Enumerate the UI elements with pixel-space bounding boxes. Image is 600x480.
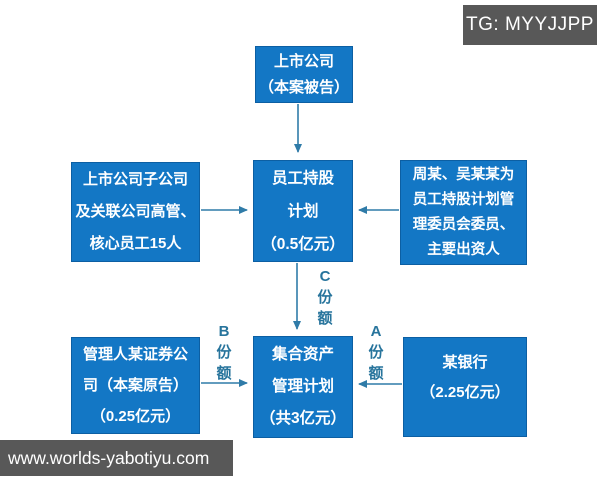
node-esop: 员工持股 计划 （0.5亿元） [253, 160, 353, 262]
edge-label-b-share-char: 额 [216, 365, 232, 382]
node-bank: 某银行 （2.25亿元） [403, 337, 527, 437]
node-executives-line: 及关联公司高管、 [75, 203, 196, 220]
watermark-website: www.worlds-yabotiyu.com [0, 440, 233, 476]
watermark-telegram-text: TG: MYYJJPP [466, 14, 594, 35]
node-listed-company-line: 上市公司 [273, 52, 334, 70]
edge-label-b-share: B 份 额 [211, 321, 237, 384]
node-collective-asset-plan: 集合资产 管理计划 （共3亿元） [253, 336, 353, 438]
edge-label-c-share-char: C [319, 268, 331, 285]
node-executives: 上市公司子公司 及关联公司高管、 核心员工15人 [71, 162, 200, 262]
node-collective-asset-plan-line: （共3亿元） [259, 410, 347, 427]
node-manager-line: 管理人某证券公 [82, 346, 188, 363]
edge-label-c-share: C 份 额 [312, 266, 338, 329]
edge-label-c-share-char: 额 [317, 310, 333, 327]
node-committee-line: 员工持股计划管 [412, 191, 515, 208]
edge-label-a-share-char: 额 [368, 365, 384, 382]
node-collective-asset-plan-line: 管理计划 [271, 378, 334, 395]
node-committee: 周某、吴某某为 员工持股计划管 理委员会委员、 主要出资人 [400, 160, 527, 265]
node-bank-line: 某银行 [442, 354, 488, 371]
watermark-telegram: TG: MYYJJPP [463, 5, 597, 45]
edge-label-a-share-char: A [370, 323, 382, 340]
node-esop-line: 计划 [287, 202, 319, 220]
node-manager-line: 司（本案原告） [82, 377, 188, 394]
node-manager: 管理人某证券公 司（本案原告） （0.25亿元） [71, 337, 200, 434]
node-bank-line: （2.25亿元） [420, 384, 510, 401]
edge-label-a-share: A 份 额 [363, 321, 389, 384]
node-manager-line: （0.25亿元） [90, 408, 181, 425]
node-committee-line: 主要出资人 [427, 241, 500, 258]
edge-label-a-share-char: 份 [368, 344, 384, 361]
edge-label-b-share-char: 份 [216, 344, 232, 361]
node-listed-company: 上市公司 （本案被告） [255, 46, 353, 103]
node-esop-line: 员工持股 [271, 169, 334, 187]
node-committee-line: 周某、吴某某为 [412, 166, 515, 183]
node-esop-line: （0.5亿元） [261, 235, 345, 253]
edge-label-b-share-char: B [218, 323, 230, 340]
node-executives-line: 核心员工15人 [89, 235, 182, 252]
node-executives-line: 上市公司子公司 [82, 171, 188, 188]
node-collective-asset-plan-line: 集合资产 [271, 346, 334, 363]
node-listed-company-line: （本案被告） [258, 78, 349, 96]
node-committee-line: 理委员会委员、 [412, 216, 515, 233]
watermark-website-text: www.worlds-yabotiyu.com [8, 447, 210, 468]
edge-label-c-share-char: 份 [317, 289, 333, 306]
